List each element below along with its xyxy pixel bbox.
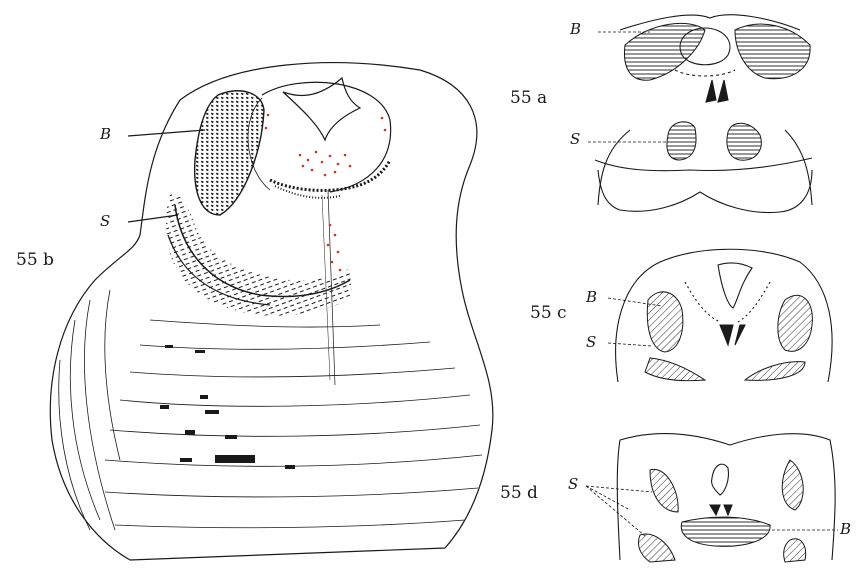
leader-b-main xyxy=(128,130,205,136)
region-b-main xyxy=(195,91,264,215)
letter-s-c: S xyxy=(586,333,596,351)
region-b-c xyxy=(647,292,683,352)
letter-s-d: S xyxy=(568,475,578,493)
region-b-d xyxy=(681,517,770,546)
region-s-c xyxy=(645,358,705,381)
nuclei-dots xyxy=(160,345,295,469)
letter-b-a: B xyxy=(570,20,581,38)
figure-label-55c: 55 c xyxy=(530,303,567,323)
fibre-tracts xyxy=(59,290,482,530)
region-b-a xyxy=(624,23,705,80)
fourth-ventricle xyxy=(283,78,360,140)
figure-label-55b: 55 b xyxy=(16,250,54,270)
figure-label-55a: 55 a xyxy=(510,88,547,108)
letter-s-a: S xyxy=(570,130,580,148)
leader-s-c xyxy=(608,343,652,346)
letter-s-main: S xyxy=(100,212,110,230)
letter-b-main: B xyxy=(100,125,111,143)
figure-label-55d: 55 d xyxy=(500,483,538,503)
letter-b-d: B xyxy=(840,520,851,538)
region-s-a xyxy=(667,122,696,160)
letter-b-c: B xyxy=(586,288,597,306)
region-s-d xyxy=(650,469,678,512)
